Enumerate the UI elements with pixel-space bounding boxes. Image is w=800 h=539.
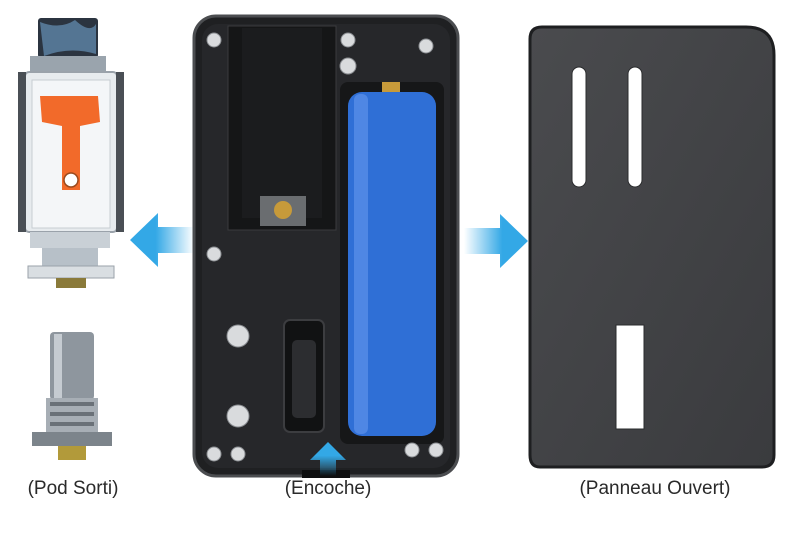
arrow-right-icon [464, 214, 528, 268]
side-panel [528, 25, 776, 469]
arrow-left-icon [130, 213, 194, 267]
device-body [192, 14, 460, 478]
arrow-up-icon [310, 442, 346, 476]
caption-pod: (Pod Sorti) [27, 478, 119, 499]
coil [32, 332, 112, 460]
caption-panel: (Panneau Ouvert) [579, 478, 731, 499]
caption-notch: (Encoche) [284, 478, 372, 499]
pod-cartridge [18, 18, 124, 288]
